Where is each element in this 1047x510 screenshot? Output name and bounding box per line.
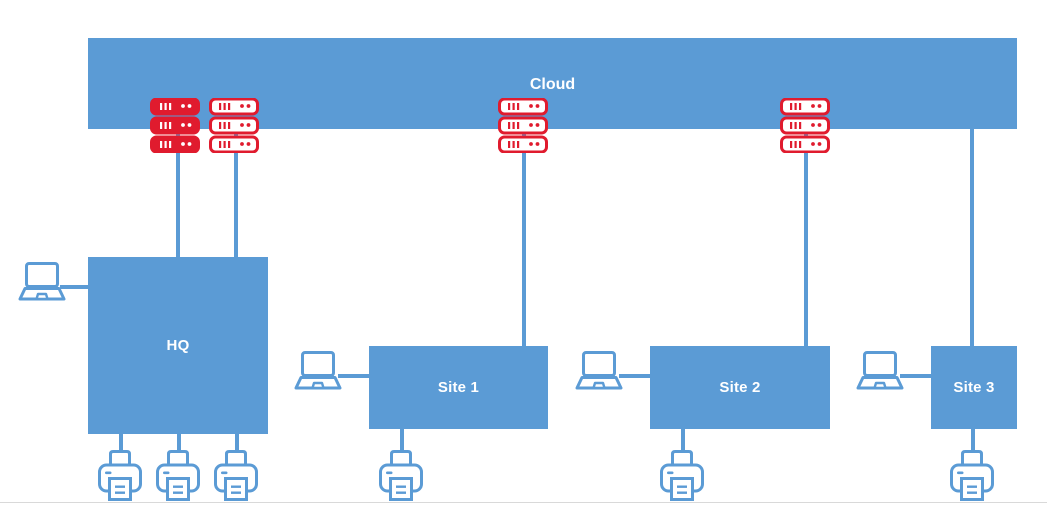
- link-site2-printer: [681, 428, 685, 452]
- printer-icon-site3-printer[interactable]: [949, 449, 995, 502]
- link-site3-laptop: [900, 374, 932, 378]
- link-hq-printer-1: [119, 433, 123, 455]
- link-site1-uplink: [522, 129, 526, 346]
- server-icon-site1-server[interactable]: [498, 97, 548, 158]
- node-label-site2: Site 2: [719, 379, 761, 396]
- laptop-icon-site2-laptop[interactable]: [575, 350, 623, 392]
- node-box-hq[interactable]: HQ: [88, 257, 268, 434]
- node-label-site3: Site 3: [953, 379, 995, 396]
- printer-icon-site1-printer[interactable]: [378, 449, 424, 502]
- laptop-icon-site1-laptop[interactable]: [294, 350, 342, 392]
- link-hq-server-primary: [176, 129, 180, 257]
- link-hq-printer-2: [177, 433, 181, 455]
- node-label-hq: HQ: [166, 337, 190, 354]
- link-site2-uplink: [804, 129, 808, 346]
- link-site2-laptop: [619, 374, 651, 378]
- node-label-site1: Site 1: [437, 379, 480, 396]
- printer-icon-hq-printer-1[interactable]: [97, 449, 143, 502]
- link-hq-laptop: [60, 285, 90, 289]
- link-site3-printer: [971, 428, 975, 452]
- laptop-icon-hq-laptop[interactable]: [18, 261, 66, 303]
- link-site1-laptop: [338, 374, 370, 378]
- printer-icon-hq-printer-3[interactable]: [213, 449, 259, 502]
- link-site1-printer: [400, 428, 404, 452]
- node-box-site2[interactable]: Site 2: [650, 346, 830, 429]
- printer-icon-hq-printer-2[interactable]: [155, 449, 201, 502]
- page-bottom-divider: [0, 502, 1047, 503]
- link-hq-server-backup: [234, 129, 238, 257]
- cloud-label: Cloud: [529, 76, 576, 93]
- server-icon-hq-server-backup[interactable]: [209, 97, 259, 158]
- node-box-site3[interactable]: Site 3: [931, 346, 1017, 429]
- link-hq-printer-3: [235, 433, 239, 455]
- node-box-site1[interactable]: Site 1: [369, 346, 548, 429]
- laptop-icon-site3-laptop[interactable]: [856, 350, 904, 392]
- server-icon-hq-server-primary[interactable]: [150, 97, 200, 158]
- server-icon-site2-server[interactable]: [780, 97, 830, 158]
- link-site3-uplink: [970, 129, 974, 346]
- printer-icon-site2-printer[interactable]: [659, 449, 705, 502]
